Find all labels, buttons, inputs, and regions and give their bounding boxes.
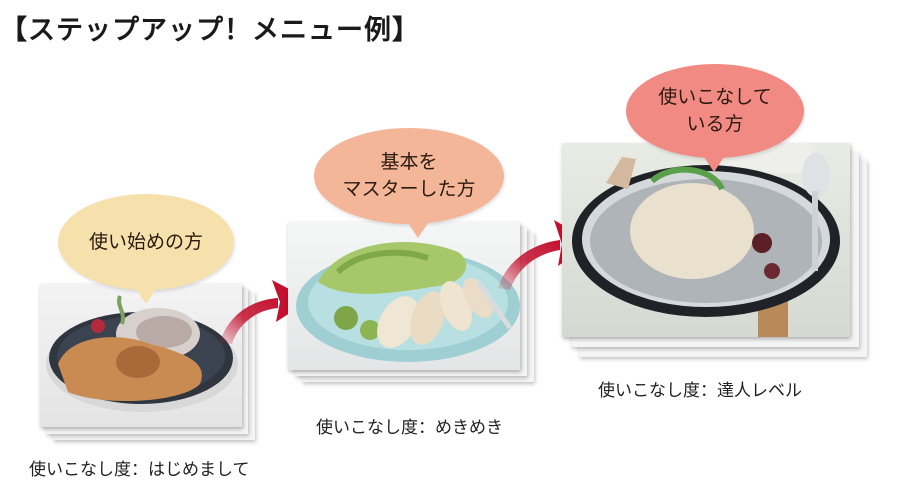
- step-2-caption: 使いこなし度：めきめき: [316, 418, 503, 438]
- step-3-speech-bubble: 使いこなして いる方: [626, 64, 804, 172]
- bubble-line: マスターした方: [342, 178, 476, 200]
- step-2-bubble-text: 基本を マスターした方: [342, 149, 475, 203]
- bubble-tail: [406, 220, 430, 238]
- bubble-line: いる方: [686, 113, 744, 135]
- bubble-tail: [702, 154, 726, 172]
- salad-plate-illustration: [296, 242, 520, 362]
- curry-plate-illustration: [46, 295, 238, 412]
- step-2-speech-bubble: 基本を マスターした方: [314, 128, 504, 238]
- step-1-photo: [40, 284, 242, 427]
- step-1-speech-bubble: 使い始めの方: [58, 194, 234, 304]
- step-3-caption: 使いこなし度：達人レベル: [598, 381, 802, 401]
- samgyetang-illustration: [572, 143, 840, 337]
- step-3-photo: [562, 143, 850, 337]
- step-3-bubble-text: 使いこなして いる方: [658, 84, 771, 138]
- step-1-caption: 使いこなし度：はじめまして: [29, 460, 250, 480]
- step-1-bubble-text: 使い始めの方: [88, 230, 203, 253]
- page-title: 【ステップアップ！メニュー例】: [0, 15, 420, 46]
- bubble-tail: [134, 286, 158, 304]
- bubble-line: 基本を: [380, 151, 438, 173]
- step-2-photo: [288, 222, 520, 370]
- bubble-line: 使いこなして: [658, 86, 772, 108]
